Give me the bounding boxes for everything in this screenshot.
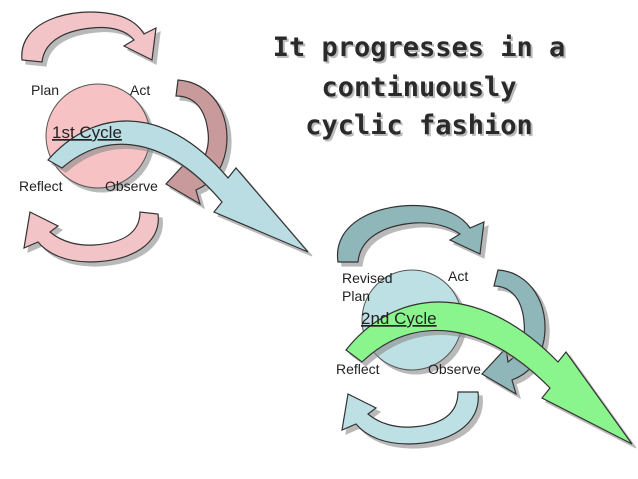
cycle1-plan-label: Plan	[31, 82, 59, 98]
cycle2-reflect-label: Reflect	[336, 361, 380, 377]
title-line-1: It progresses in a	[273, 32, 566, 63]
cycle1-act-label: Act	[130, 82, 150, 98]
cycle1-observe-label: Observe	[105, 178, 158, 194]
cycle-1: Plan Act 1st Cycle Reflect Observe	[19, 11, 309, 263]
cycle1-top-arrow	[21, 11, 157, 63]
title-line-3: cyclic fashion	[305, 110, 533, 141]
title-block: It progresses in a It progresses in a co…	[273, 32, 568, 143]
svg-text:continuously: continuously	[323, 74, 518, 105]
cycle-2: Revised Plan Act 2nd Cycle Reflect Obser…	[336, 204, 633, 445]
svg-text:cyclic fashion: cyclic fashion	[307, 112, 535, 143]
cycle2-bottom-arrow	[341, 391, 479, 445]
cycle1-big-arrow	[47, 120, 309, 253]
cycle2-plan-label-line2: Plan	[342, 288, 370, 304]
cycle2-plan-label-line1: Revised	[342, 270, 393, 286]
title-line-2: continuously	[321, 72, 516, 103]
cycle1-bottom-arrow	[23, 211, 159, 263]
cycle2-top-arrow	[336, 204, 485, 263]
cycle2-observe-label: Observe	[428, 361, 481, 377]
cycle2-act-label: Act	[448, 268, 468, 284]
svg-text:It progresses in a: It progresses in a	[275, 34, 568, 65]
cycle1-reflect-label: Reflect	[19, 178, 63, 194]
cycle1-name-label: 1st Cycle	[52, 123, 122, 142]
cycle2-name-label: 2nd Cycle	[361, 309, 437, 328]
cycle2-big-arrow	[345, 301, 633, 445]
